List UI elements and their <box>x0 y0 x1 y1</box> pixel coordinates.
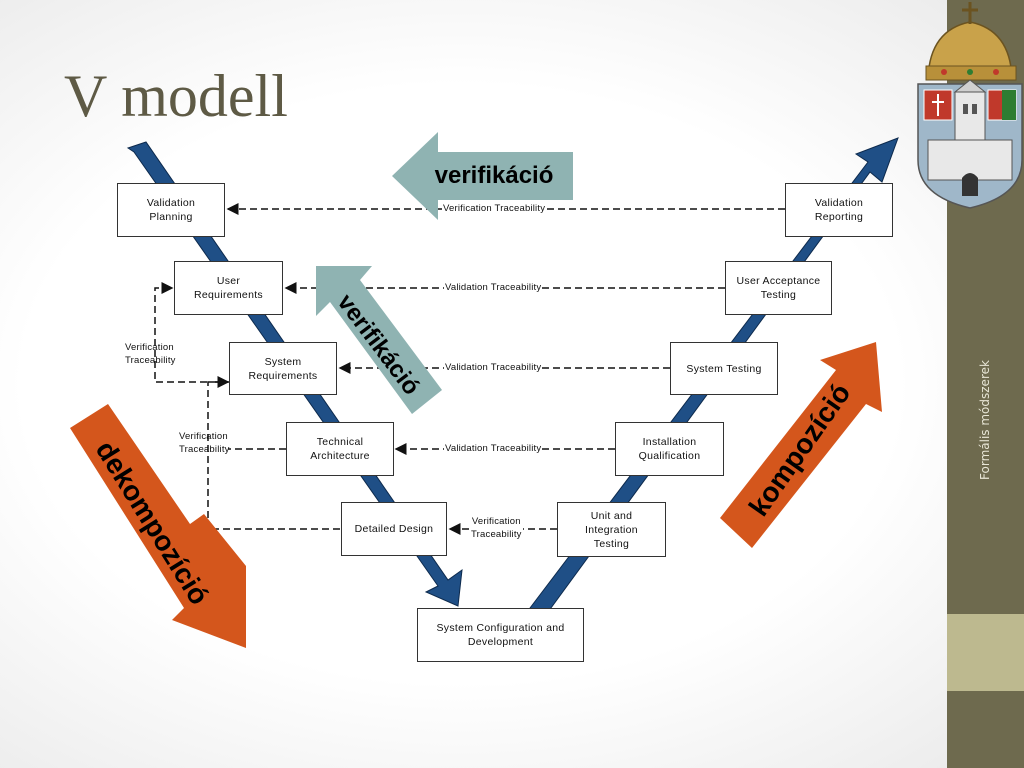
validation-traceability-label: Validation Traceability <box>444 361 543 374</box>
sidebar-accent <box>947 614 1024 691</box>
unit-integration-testing-box: Unit and Integration Testing <box>557 502 666 557</box>
trace-line-dd-sr <box>207 376 340 530</box>
decomposition-arrow <box>70 404 246 648</box>
validation-reporting-box: Validation Reporting <box>785 183 893 237</box>
trace-line-sr-ur <box>154 282 229 383</box>
system-testing-box: System Testing <box>670 342 778 395</box>
validation-traceability-label: Validation Traceability <box>444 442 543 455</box>
system-configuration-box: System Configuration and Development <box>417 608 584 662</box>
page-title: V modell <box>64 63 288 129</box>
verification-top-text: verifikáció <box>434 162 554 189</box>
verification-diagonal-arrow <box>316 266 442 414</box>
detailed-design-box: Detailed Design <box>341 502 447 556</box>
system-requirements-box: System Requirements <box>229 342 337 395</box>
verification-traceability-label: Verification Traceability <box>442 202 547 215</box>
verification-top-arrow <box>392 132 573 220</box>
user-requirements-box: User Requirements <box>174 261 283 315</box>
installation-qualification-box: Installation Qualification <box>615 422 724 476</box>
validation-planning-box: Validation Planning <box>117 183 225 237</box>
composition-arrow <box>720 342 882 548</box>
user-acceptance-testing-box: User Acceptance Testing <box>725 261 832 315</box>
validation-traceability-label: Validation Traceability <box>444 281 543 294</box>
verification-traceability-label: Verification Traceability <box>470 515 523 541</box>
verification-traceability-label: Verification Traceability <box>125 342 176 366</box>
verification-traceability-label: Verification Traceability <box>179 431 230 455</box>
technical-architecture-box: Technical Architecture <box>286 422 394 476</box>
